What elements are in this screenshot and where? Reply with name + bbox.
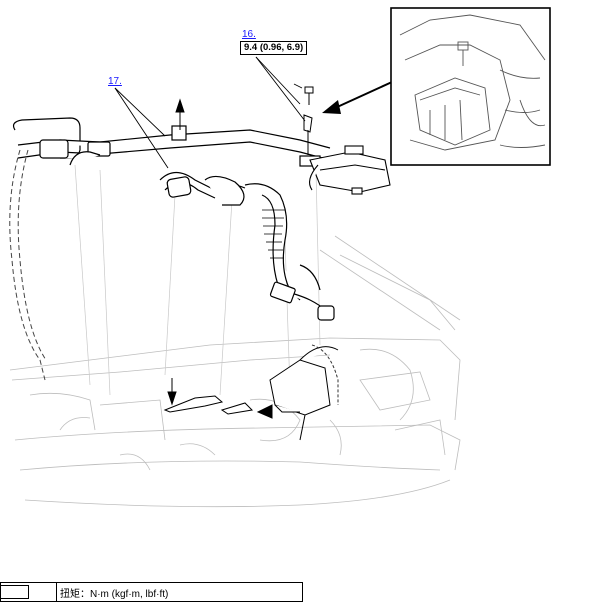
detail-inset — [390, 7, 551, 166]
legend-text: 扭矩：N·m (kgf·m, lbf·ft) — [60, 589, 169, 600]
legend-swatch — [1, 585, 29, 599]
leader-lines — [114, 56, 306, 169]
projection-lines — [74, 164, 321, 396]
bolt-icon — [303, 86, 314, 155]
corrugated-tube-hatching — [262, 209, 285, 259]
callout-16-link[interactable]: 16. — [242, 29, 256, 40]
lower-brackets — [163, 346, 339, 441]
relay-box — [309, 145, 391, 195]
callout-17-link[interactable]: 17. — [108, 76, 122, 87]
direction-arrows — [167, 98, 273, 419]
torque-spec-label: 9.4 (0.96, 6.9) — [240, 41, 308, 55]
torque-legend: 扭矩：N·m (kgf·m, lbf·ft) — [0, 582, 303, 602]
engine-bay-outline — [9, 235, 461, 508]
wire-dashed-left — [9, 149, 46, 381]
pointer-arrow — [322, 81, 393, 114]
legend-divider — [56, 583, 57, 601]
